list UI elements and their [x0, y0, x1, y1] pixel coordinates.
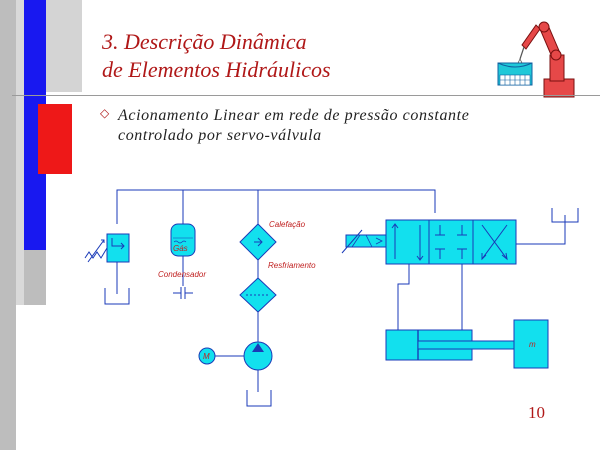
slide-title: 3. Descrição Dinâmica de Elementos Hidrá…: [102, 28, 331, 84]
load-mass: [513, 319, 549, 369]
red-strip: [38, 104, 72, 174]
gray-strip-inner: [16, 0, 24, 305]
diamond-bullet-icon: ◇: [100, 106, 110, 120]
page-number: 10: [528, 403, 545, 422]
bullet-text-line-2: controlado por servo-válvula: [118, 127, 322, 144]
label-heating: Calefação: [269, 220, 306, 229]
pipes: [116, 189, 566, 392]
condenser-symbol: [173, 287, 193, 299]
relief-valve: [84, 233, 130, 263]
servo-valve: [385, 219, 517, 265]
title-line-2: de Elementos Hidráulicos: [102, 57, 331, 82]
gray-strip-right: [46, 0, 82, 92]
label-condenser: Condensador: [158, 270, 206, 279]
motor: [198, 347, 216, 365]
title-line-1: 3. Descrição Dinâmica: [102, 29, 307, 54]
hydraulic-cylinder: [385, 329, 515, 361]
heater: [239, 223, 277, 261]
tank-symbols: [104, 208, 579, 407]
blue-strip: [24, 0, 46, 250]
pump: [243, 341, 273, 371]
label-mass: m: [529, 340, 536, 349]
label-cooling: Resfriamento: [268, 261, 316, 270]
label-motor: M: [203, 352, 210, 361]
accumulator: [170, 223, 196, 257]
bullet-text-line-1: Acionamento Linear em rede de pressão co…: [118, 107, 470, 124]
title-divider: [12, 95, 600, 96]
gray-strip-bottom: [24, 250, 46, 305]
cooler: [239, 277, 277, 313]
servo-actuator: [341, 229, 387, 254]
gray-strip-outer: [0, 0, 16, 450]
label-gas: Gás: [173, 244, 188, 253]
bullet-text: Acionamento Linear em rede de pressão co…: [118, 106, 469, 146]
robot-arm-icon: [497, 21, 575, 98]
